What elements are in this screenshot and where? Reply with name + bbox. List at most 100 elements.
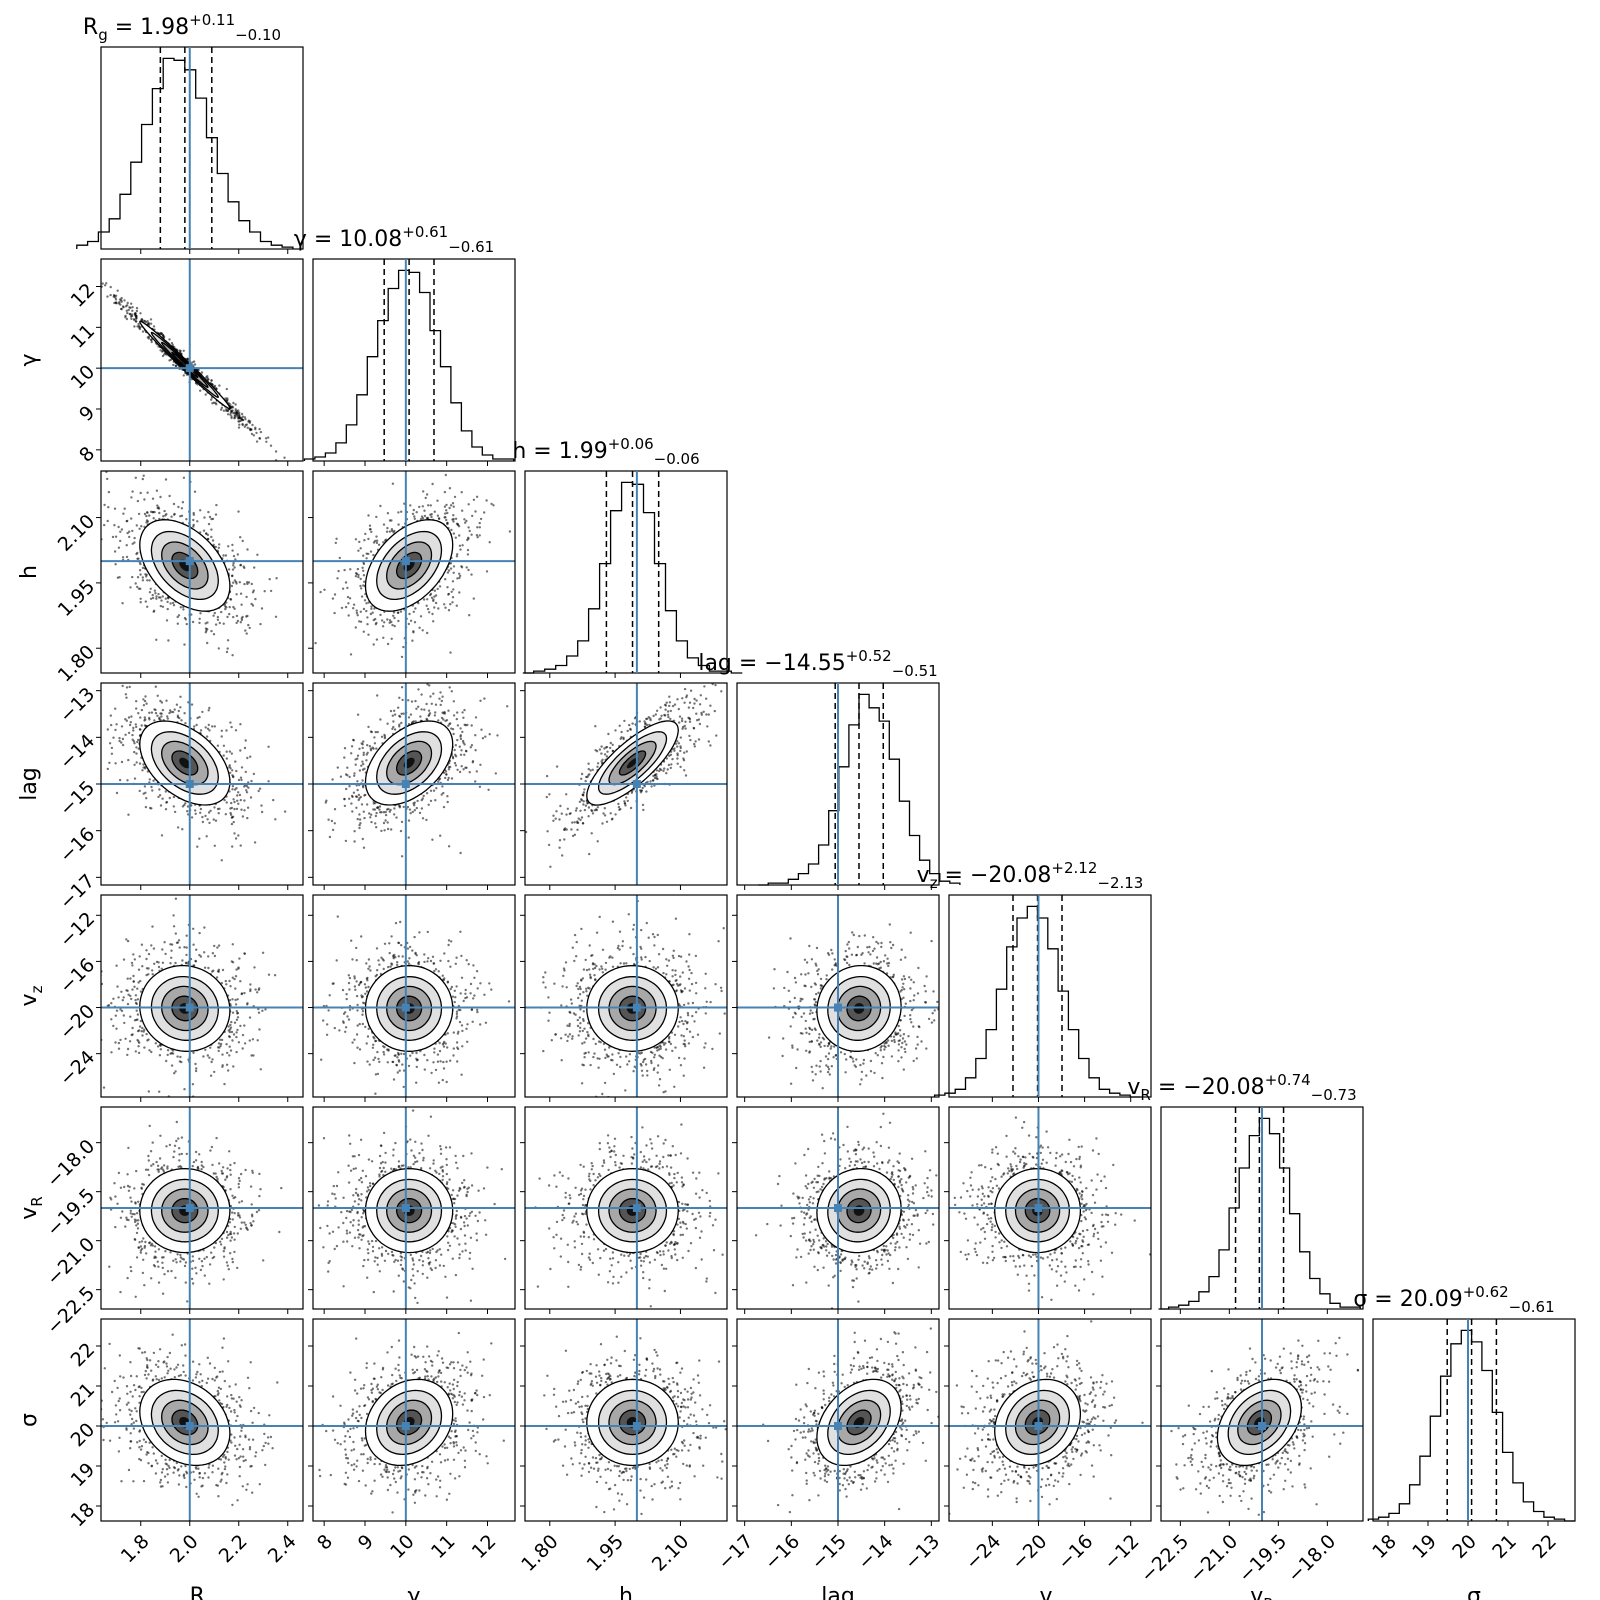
sample-point: [228, 605, 231, 609]
sample-point: [227, 545, 230, 548]
sample-point: [141, 330, 145, 333]
sample-point: [411, 810, 414, 814]
sample-point: [123, 507, 126, 510]
sample-point: [565, 813, 568, 816]
sample-point: [133, 763, 136, 766]
sample-point: [388, 810, 391, 813]
sample-point: [136, 325, 139, 328]
sample-point: [360, 764, 363, 767]
sample-point: [106, 477, 109, 481]
sample-point: [423, 509, 426, 512]
sample-point: [245, 789, 248, 792]
sample-point: [390, 528, 394, 531]
sample-point: [372, 643, 375, 646]
sample-point: [440, 699, 443, 703]
sample-point: [207, 811, 211, 814]
sample-point: [324, 801, 327, 804]
sample-point: [438, 777, 442, 780]
sample-point: [229, 721, 232, 724]
sample-point: [417, 688, 420, 691]
sample-point: [142, 763, 145, 766]
sample-point: [440, 716, 444, 720]
sample-point: [254, 597, 257, 601]
sample-point: [127, 758, 130, 762]
sample-point: [370, 605, 373, 608]
sample-point: [375, 541, 379, 545]
sample-point: [461, 730, 464, 734]
sample-point: [225, 757, 228, 760]
sample-point: [245, 791, 249, 794]
sample-point: [128, 535, 131, 539]
sample-point: [447, 776, 450, 780]
density-panel-lag-vs-h: [525, 683, 727, 885]
sample-point: [224, 607, 227, 611]
sample-point: [385, 808, 389, 811]
sample-point: [235, 593, 238, 596]
sample-point: [139, 573, 142, 576]
sample-point: [343, 797, 346, 801]
sample-point: [118, 739, 121, 743]
sample-point: [173, 512, 176, 516]
sample-point: [237, 778, 241, 782]
sample-point: [372, 618, 375, 622]
sample-point: [235, 769, 238, 773]
sample-point: [383, 621, 386, 624]
sample-point: [200, 371, 204, 374]
sample-point: [368, 524, 372, 527]
panel-axes: [308, 682, 516, 890]
sample-point: [386, 512, 390, 515]
sample-point: [468, 614, 471, 617]
sample-point: [127, 813, 130, 816]
sample-point: [459, 735, 462, 738]
sample-point: [397, 523, 400, 526]
sample-point: [459, 851, 462, 855]
sample-point: [143, 512, 147, 516]
sample-point: [382, 523, 386, 526]
sample-point: [176, 622, 179, 625]
sample-point: [670, 763, 673, 766]
sample-point: [335, 537, 338, 540]
sample-point: [433, 589, 437, 592]
histogram-panel-h: h = 1.99+0.06−0.06: [512, 435, 743, 678]
sample-point: [429, 593, 432, 597]
sample-point: [142, 474, 145, 477]
sample-point: [447, 609, 451, 612]
sample-point: [366, 803, 369, 806]
sample-point: [362, 740, 365, 743]
sample-point: [95, 506, 97, 508]
sample-point: [413, 801, 416, 804]
sample-point: [435, 787, 438, 790]
sample-point: [154, 685, 157, 688]
sample-point: [371, 611, 374, 614]
sample-point: [402, 645, 405, 649]
sample-point: [113, 524, 116, 527]
sample-point: [269, 444, 273, 447]
sample-point: [198, 621, 201, 625]
sample-point: [157, 592, 160, 596]
sample-point: [449, 504, 453, 507]
sample-point: [243, 566, 246, 570]
sample-point: [114, 298, 118, 301]
sample-point: [216, 744, 220, 747]
sample-point: [165, 800, 169, 804]
sample-point: [411, 720, 414, 724]
sample-point: [391, 727, 394, 731]
sample-point: [204, 622, 207, 625]
sample-point: [397, 619, 400, 623]
sample-point: [370, 813, 373, 816]
sample-point: [260, 607, 264, 610]
sample-point: [392, 614, 395, 617]
sample-point: [392, 611, 396, 614]
sample-point: [243, 799, 246, 802]
sample-point: [144, 767, 147, 770]
sample-point: [391, 623, 394, 627]
sample-point: [464, 521, 467, 524]
sample-point: [439, 691, 442, 694]
sample-point: [373, 607, 376, 610]
sample-point: [131, 529, 134, 533]
sample-point: [207, 510, 210, 514]
sample-point: [153, 589, 157, 592]
sample-point: [447, 569, 451, 572]
sample-point: [155, 597, 158, 600]
sample-point: [144, 600, 147, 603]
